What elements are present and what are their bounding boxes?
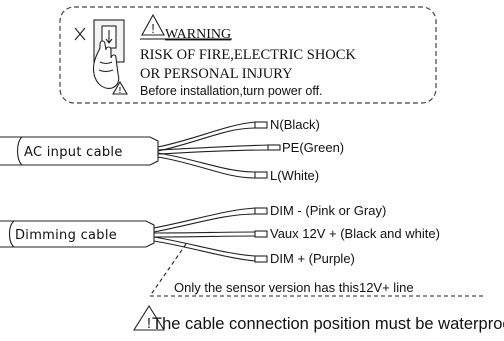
warning-line-2: OR PERSONAL INJURY [140, 66, 293, 82]
sensor-note: Only the sensor version has this12V+ lin… [174, 280, 414, 295]
svg-text:!: ! [151, 21, 155, 36]
svg-text:!: ! [119, 86, 122, 95]
small-warning-icon: ! [112, 80, 128, 95]
warning-line-1: RISK OF FIRE,ELECTRIC SHOCK [140, 47, 356, 63]
dimming-cable-label: Dimming cable [15, 228, 117, 243]
svg-text:!: ! [147, 315, 151, 332]
dim-wire-vaux: Vaux 12V + (Black and white) [270, 226, 440, 241]
dim-wire-minus: DIM - (Pink or Gray) [270, 203, 386, 218]
ac-wire-n: N(Black) [270, 117, 320, 132]
ac-cable-label: AC input cable [24, 145, 123, 160]
warning-line-3: Before installation,turn power off. [140, 84, 323, 98]
hand-switch-off-icon [74, 19, 125, 89]
warning-title: WARNING [165, 27, 231, 42]
warning-box: ! ! WARNING RISK OF FIRE,ELECTRIC SHOCK … [59, 6, 437, 104]
footer-warning-icon: ! [133, 304, 165, 332]
ac-wire-l: L(White) [270, 168, 319, 183]
ac-input-cable [0, 121, 281, 179]
dim-wire-plus: DIM + (Purple) [270, 251, 355, 266]
footer-note: The cable connection position must be wa… [152, 315, 504, 333]
warning-triangle-icon: ! [141, 13, 165, 36]
ac-wire-pe: PE(Green) [282, 140, 344, 155]
dimming-cable [0, 207, 268, 297]
